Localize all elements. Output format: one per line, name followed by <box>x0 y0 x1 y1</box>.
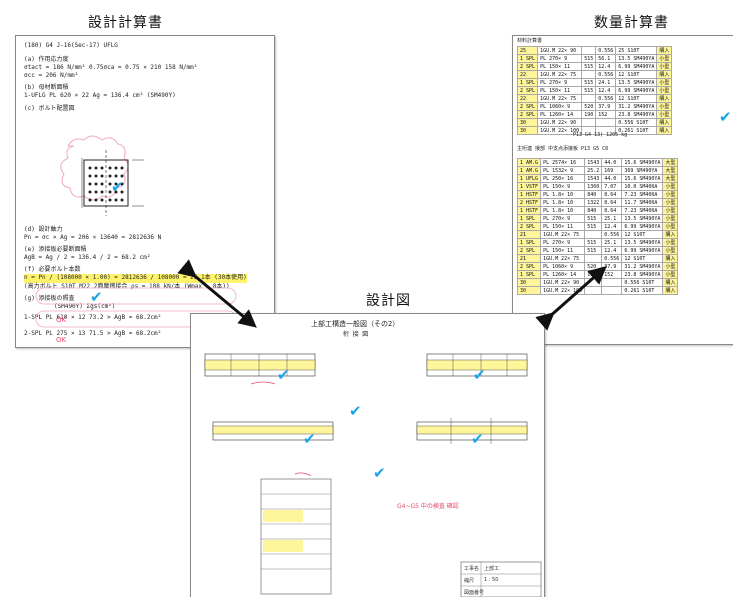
title-block-label: 工事名 <box>464 566 480 572</box>
plate-check-row: 2-SPL PL 275 × 13 71.5 > AgB = 68.2cm² <box>24 329 162 337</box>
check-mark-icon: ✔ <box>303 430 316 448</box>
drawing-title: 上部工構造一般図（その2） <box>311 320 400 328</box>
calc-line: σtact = 186 N/mm² 0.75σca = 0.75 × 210 1… <box>24 64 198 72</box>
quantity-cell: 0.261 S10T <box>621 286 664 295</box>
calc-line: σcc = 206 N/mm² <box>24 72 79 80</box>
check-mark-icon: ✔ <box>471 430 484 448</box>
title-block-value: 1 : 50 <box>484 577 499 583</box>
title-block-label: 図面番号 <box>464 590 485 596</box>
title-block-value: 上部工 <box>484 566 500 572</box>
plate-check-row: 1-SPL PL 610 × 12 73.2 > AgB = 68.2cm² <box>24 313 162 321</box>
handwritten-note: OK <box>56 316 67 324</box>
calc-line: (b) 母材断面積 <box>24 84 69 92</box>
calc-line: (高力ボルト S10T M22 2面摩擦接合 ρs = 108 kN/本 (Wm… <box>24 282 230 290</box>
drawing-subtitle: 桁 接 図 <box>343 331 369 338</box>
calc-line-highlighted: n = Pn / (108000 × 1.00) = 2812636 / 108… <box>24 274 247 283</box>
check-mark-icon: ✔ <box>111 178 124 196</box>
quantity-top-title: 材料計算書 <box>517 38 543 44</box>
handwritten-note: OK <box>56 336 67 344</box>
calc-line: Pn = σc × Ag = 206 × 13640 = 2812636 N <box>24 234 162 242</box>
calc-line: (d) 設計軸力 <box>24 226 63 233</box>
quantity-cell <box>595 126 617 135</box>
check-mark-icon: ✔ <box>373 464 386 482</box>
calc-line: (a) 作用応力度 <box>24 56 69 64</box>
check-mark-icon: ✔ <box>719 108 732 126</box>
design-drawing-sheet: 上部工構造一般図（その2） 桁 接 図 <box>190 313 545 597</box>
calc-line: (g) 添接板の照査 <box>24 294 75 302</box>
quantity-mid-title: 主桁連 接部 中支点添接板 P13 G5 C8 <box>517 146 609 152</box>
quantity-footer: P13 G4 13) 1205 kg <box>573 132 628 138</box>
calc-line: (f) 必要ボルト本数 <box>24 266 81 274</box>
check-mark-icon: ✔ <box>277 366 290 384</box>
red-handwritten-note: G4~G5 中の検査 確認 <box>397 503 459 510</box>
check-mark-icon: ✔ <box>90 288 103 306</box>
plate-unit-line: (SM490Y) Σgs(cm²) <box>54 302 116 310</box>
calc-line: AgB = Ag / 2 = 136.4 / 2 = 68.2 cm² <box>24 254 151 262</box>
quantity-cell: 購入 <box>656 126 673 135</box>
bolt-layout-sketch <box>60 135 144 216</box>
design-calc-header: (180) G4 J-16(Sec-17) UFLG <box>24 42 118 49</box>
calc-line: 1-UFLG PL 620 × 22 Ag = 136.4 cm² (SM490… <box>24 92 176 100</box>
check-mark-icon: ✔ <box>473 366 486 384</box>
label-design-calc: 設計計算書 <box>88 15 163 31</box>
girder-drawings <box>204 353 542 597</box>
title-block-label: 縮尺 <box>464 578 475 584</box>
quantity-cell: 0.261 S10T <box>615 126 658 135</box>
calc-line: (e) 添接板必要断面積 <box>24 246 87 254</box>
label-quantity-calc: 数量計算書 <box>594 15 669 31</box>
quantity-cell: 1GU.M 22× 100 <box>537 126 583 135</box>
label-design-drawing: 設計図 <box>366 293 411 309</box>
calc-line: (c) ボルト配置図 <box>24 104 75 112</box>
check-mark-icon: ✔ <box>349 402 362 420</box>
quantity-cell: 購入 <box>662 286 679 295</box>
